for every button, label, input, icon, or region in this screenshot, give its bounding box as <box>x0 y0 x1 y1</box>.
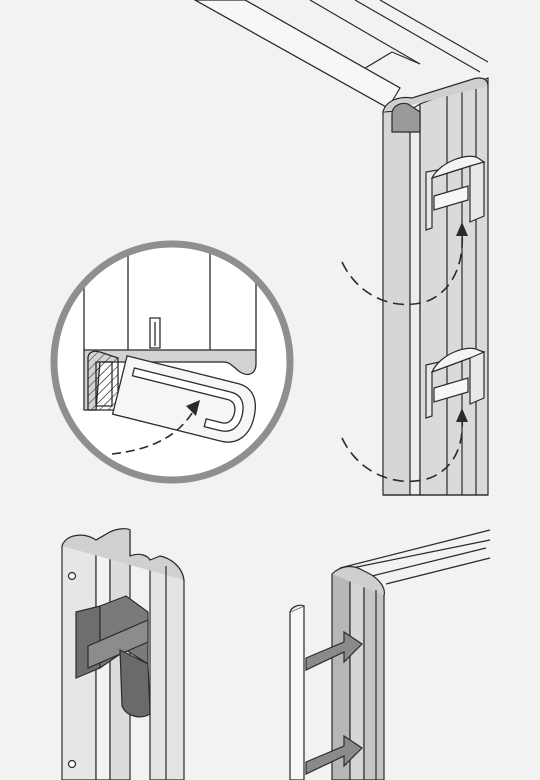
rotation-arrow-lower <box>341 417 464 483</box>
bottom-right-assembly <box>289 529 491 780</box>
top-rail-face <box>193 0 401 109</box>
clip-lower <box>425 347 486 419</box>
arrowhead-icon <box>186 400 200 416</box>
rotation-arrows <box>341 231 464 483</box>
clip-detail <box>111 355 256 443</box>
screw-hole <box>67 571 77 581</box>
push-arrow-lower <box>305 734 363 775</box>
push-arrow-upper <box>305 630 363 671</box>
arrowhead-icon <box>456 222 468 236</box>
rotation-arrow-upper <box>341 231 464 306</box>
mounting-bracket <box>75 595 151 718</box>
arrowhead-icon <box>456 408 468 422</box>
bottom-left-profile <box>61 528 185 780</box>
clip-upper <box>425 155 486 231</box>
insert-strip <box>289 605 305 780</box>
top-rail-right <box>339 529 491 585</box>
top-frame-assembly <box>193 0 489 496</box>
vertical-profile <box>382 77 489 496</box>
detail-rotation-arrow <box>111 409 195 455</box>
detail-magnifier <box>50 240 294 484</box>
screw-hole <box>67 759 77 769</box>
detail-ring <box>50 240 294 484</box>
